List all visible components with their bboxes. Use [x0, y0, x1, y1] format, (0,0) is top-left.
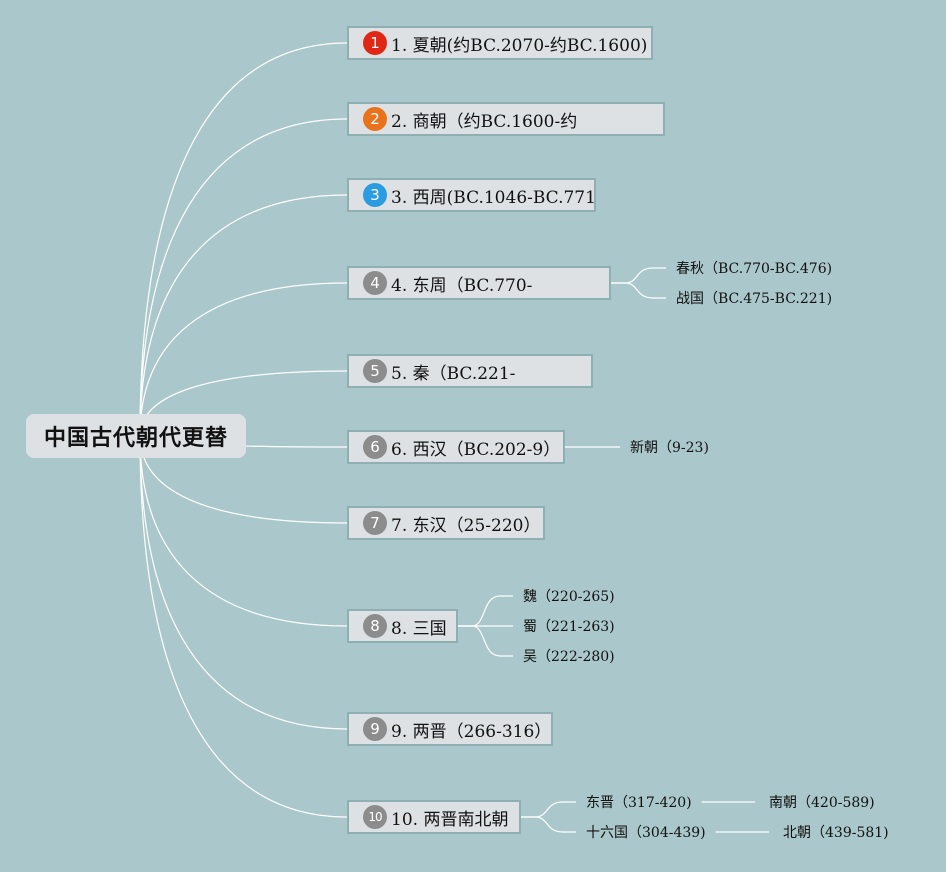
number-badge-icon: 1	[363, 31, 387, 55]
sub-topic[interactable]: 蜀（221-263)	[523, 619, 615, 635]
number-badge-icon: 3	[363, 183, 387, 207]
dynasty-label: 4. 东周（BC.770-	[391, 275, 533, 296]
connector-root-3	[139, 194, 348, 437]
connector-sub	[611, 282, 666, 299]
number-badge-icon: 9	[363, 717, 387, 741]
sub-topic[interactable]: 魏（220-265)	[523, 589, 615, 605]
dynasty-label: 8. 三国	[391, 618, 447, 639]
dynasty-label: 3. 西周(BC.1046-BC.771)	[391, 187, 596, 208]
root-topic[interactable]: 中国古代朝代更替	[26, 414, 246, 458]
connector-root-9	[139, 435, 348, 730]
connector-sub	[611, 267, 666, 284]
sub-sub-topic[interactable]: 南朝（420-589)	[769, 795, 875, 811]
sub-topic[interactable]: 吴（222-280)	[523, 649, 615, 665]
number-badge-icon: 8	[363, 614, 387, 638]
sub-topic[interactable]: 战国（BC.475-BC.221)	[676, 291, 833, 307]
connector-root-10	[139, 435, 348, 818]
connector-sub	[458, 625, 513, 657]
connector-sub	[521, 801, 576, 818]
dynasty-label: 2. 商朝（约BC.1600-约	[391, 111, 578, 132]
number-badge-icon: 4	[363, 271, 387, 295]
number-badge-icon: 7	[363, 511, 387, 535]
number-badge-icon: 5	[363, 359, 387, 383]
connector-root-1	[139, 42, 348, 437]
dynasty-label: 7. 东汉（25-220）	[391, 515, 541, 536]
sub-topic[interactable]: 十六国（304-439)	[586, 825, 706, 841]
connector-root-8	[139, 435, 348, 627]
sub-topic[interactable]: 新朝（9-23)	[630, 440, 709, 456]
sub-topic[interactable]: 东晋（317-420)	[586, 795, 692, 811]
sub-topic[interactable]: 春秋（BC.770-BC.476)	[676, 261, 833, 277]
dynasty-label: 10. 两晋南北朝	[391, 809, 509, 830]
dynasty-label: 6. 西汉（BC.202-9）	[391, 439, 561, 460]
connector-sub	[458, 595, 513, 627]
dynasty-label: 5. 秦（BC.221-	[391, 363, 516, 384]
number-badge-icon: 2	[363, 107, 387, 131]
dynasty-label: 9. 两晋（266-316）	[391, 721, 552, 742]
number-badge-icon: 10	[363, 805, 387, 829]
sub-sub-topic[interactable]: 北朝（439-581)	[783, 825, 889, 841]
connector-root-2	[139, 118, 348, 437]
connector-sub	[521, 816, 576, 833]
dynasty-label: 1. 夏朝(约BC.2070-约BC.1600)	[391, 35, 648, 56]
number-badge-icon: 6	[363, 435, 387, 459]
connector-root-4	[139, 282, 348, 437]
